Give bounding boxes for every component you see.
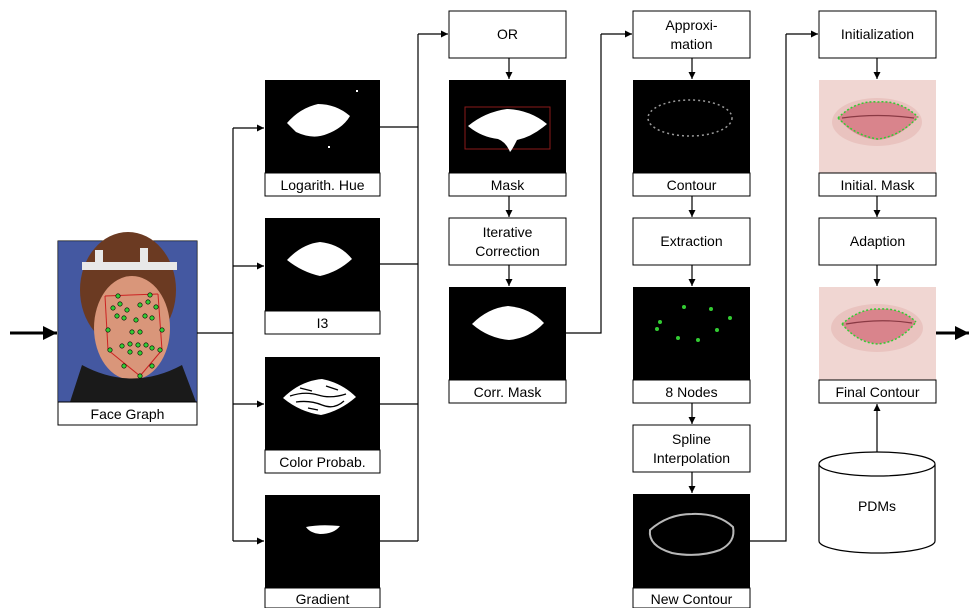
nodes-panel: 8 Nodes [632,287,751,404]
initial-mask-panel: Initial. Mask [818,80,937,197]
feature-gradient-panel: Gradient [264,495,381,608]
new-contour-panel: New Contour [632,494,751,608]
spline-label-line2: Interpolation [653,450,730,466]
corr-mask-label: Corr. Mask [474,384,543,400]
contour-label: Contour [667,177,717,193]
approximation-label-line1: Approxi- [665,17,717,33]
new-contour-label: New Contour [651,591,733,607]
spline-label-line1: Spline [672,431,711,447]
initialization-box: Initialization [818,10,937,59]
feature-i3-panel: I3 [264,218,381,335]
contour-panel: Contour [632,80,751,197]
mask-panel: Mask [448,80,567,197]
or-label: OR [497,26,518,42]
face-graph-panel: Face Graph [57,232,198,426]
spline-interpolation-box: Spline Interpolation [632,424,751,473]
adaption-box: Adaption [818,217,937,266]
adaption-label: Adaption [850,233,905,249]
pdms-label: PDMs [858,498,896,514]
corr-mask-panel: Corr. Mask [448,287,567,404]
feature-loghue-label: Logarith. Hue [280,177,364,193]
feature-colorprob-label: Color Probab. [279,454,365,470]
extraction-label: Extraction [660,233,722,249]
iterative-correction-label-line1: Iterative [483,224,533,240]
initialization-label: Initialization [841,26,914,42]
feature-i3-label: I3 [317,315,329,331]
iterative-correction-box: Iterative Correction [448,217,567,266]
approximation-label-line2: mation [670,36,712,52]
iterative-correction-label-line2: Correction [475,243,540,259]
final-contour-label: Final Contour [835,384,919,400]
feature-loghue-panel: Logarith. Hue [264,80,381,197]
mask-label: Mask [491,177,525,193]
final-contour-panel: Final Contour [818,287,937,404]
approximation-box: Approxi- mation [632,10,751,59]
feature-colorprob-panel: Color Probab. [264,357,381,474]
nodes-label: 8 Nodes [665,384,717,400]
feature-gradient-label: Gradient [296,591,350,607]
extraction-box: Extraction [632,217,751,266]
face-graph-label: Face Graph [91,406,165,422]
or-box: OR [448,10,567,59]
initial-mask-label: Initial. Mask [841,177,916,193]
pdms-database: PDMs [818,451,936,554]
